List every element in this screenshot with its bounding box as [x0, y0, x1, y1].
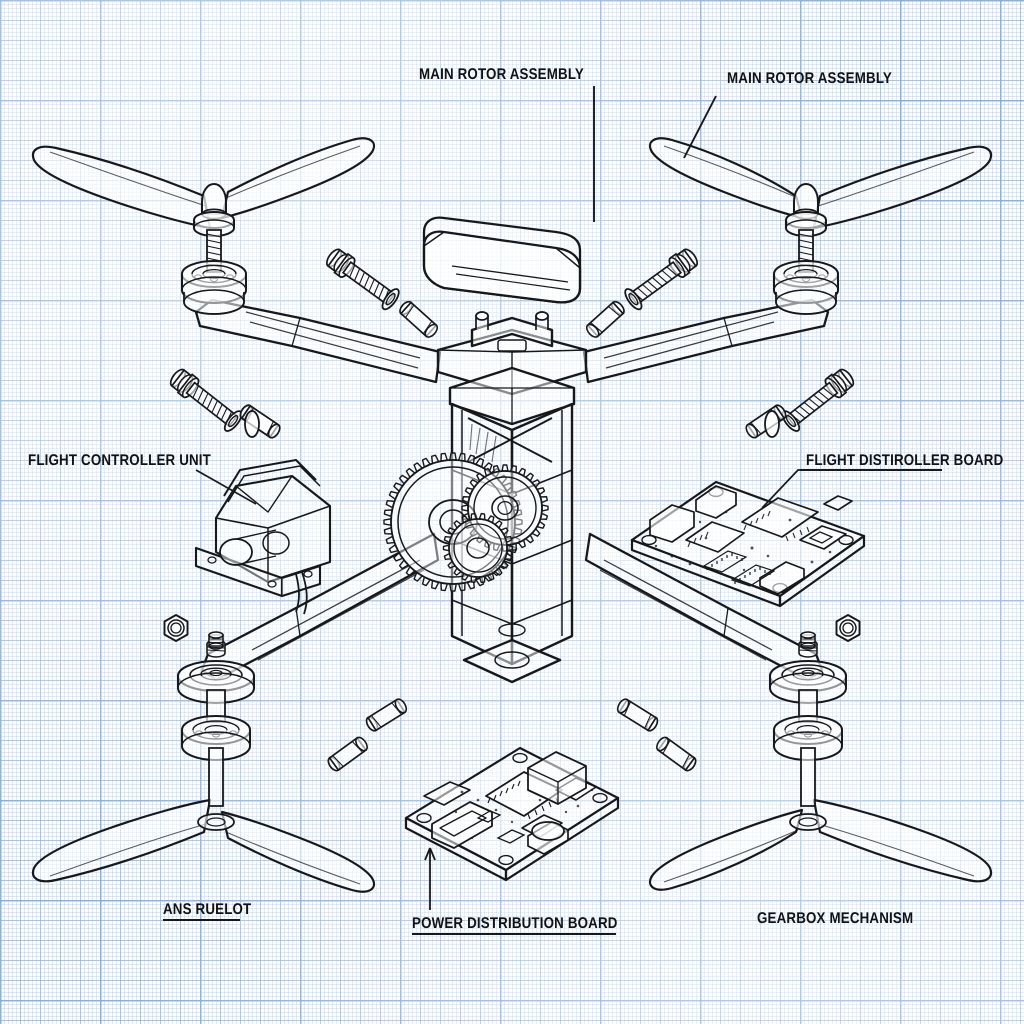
gear-mid [461, 464, 549, 552]
motor-shafts [197, 747, 827, 831]
callout-main-rotor-assembly-left: MAIN ROTOR ASSEMBLY [419, 66, 584, 83]
gear-train [383, 452, 549, 592]
battery-pack [422, 216, 582, 304]
leader-main-rotor-right [683, 95, 717, 159]
propeller-bottom-left [31, 798, 376, 893]
gear-large [383, 452, 523, 592]
screw-set [163, 244, 861, 774]
leader-flight-controller [195, 469, 257, 505]
power-distribution-pcb [404, 746, 620, 882]
arrowhead-power-board [424, 847, 436, 861]
leader-fc-board [761, 469, 800, 509]
flight-controller-pcb [630, 480, 866, 608]
callout-power-distribution-board: POWER DISTRIBUTION BOARD [412, 915, 618, 932]
gear-pinion [442, 512, 514, 584]
callout-main-rotor-assembly-right: MAIN ROTOR ASSEMBLY [727, 70, 892, 87]
flight-controller-housing [194, 459, 332, 615]
propeller-bottom-right [648, 798, 993, 891]
callout-flight-distiroller-board: FLIGHT DISTIROLLER BOARD [806, 452, 1004, 469]
propeller-top-right [648, 137, 993, 230]
callout-flight-controller-unit: FLIGHT CONTROLLER UNIT [28, 452, 211, 469]
callout-ans-ruelot: ANS RUELOT [163, 901, 252, 918]
propeller-top-left [31, 137, 376, 230]
leader-lines [163, 86, 942, 935]
callout-gearbox-mechanism: GEARBOX MECHANISM [757, 910, 914, 927]
